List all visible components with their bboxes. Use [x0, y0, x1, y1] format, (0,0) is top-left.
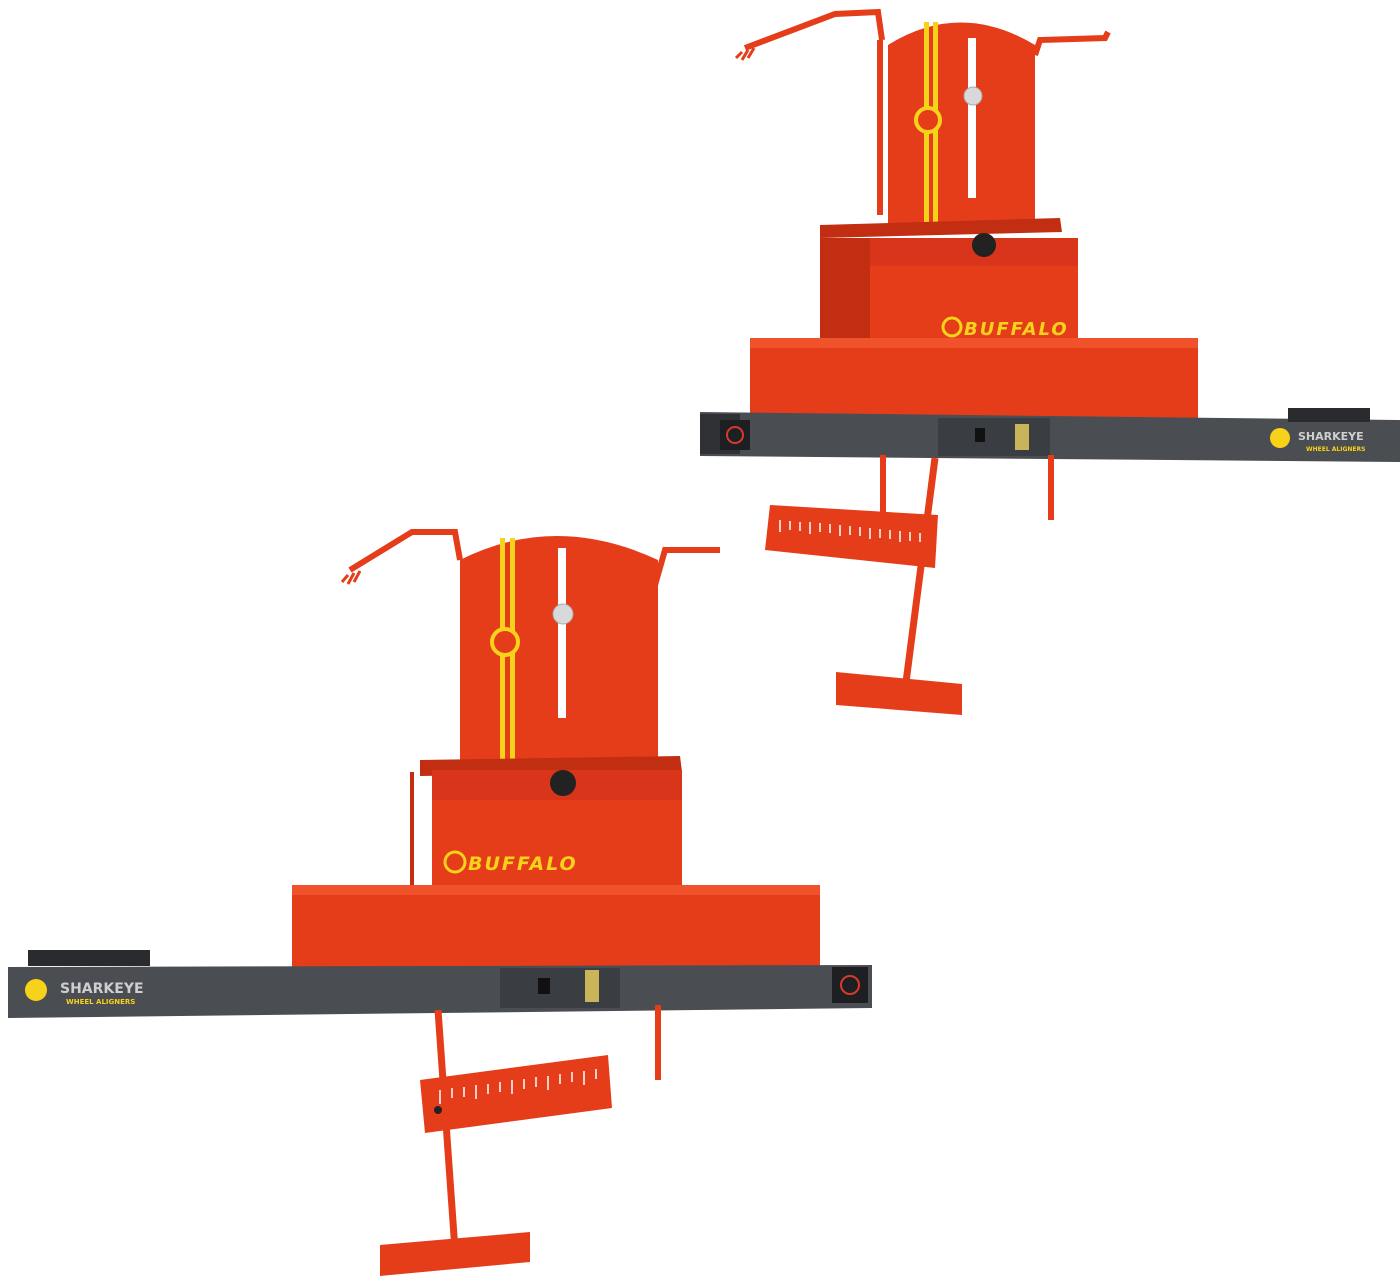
bar-brand-top: SHARKEYE: [1298, 430, 1364, 443]
buffalo-swirl-icon: [914, 106, 942, 134]
target-square-icon: [832, 967, 868, 1003]
buffalo-logo: BUFFALO: [443, 850, 578, 875]
svg-text:WHEEL ALIGNERS: WHEEL ALIGNERS: [1306, 446, 1365, 453]
buffalo-logo: BUFFALO: [941, 316, 1069, 340]
sharkeye-eye-icon: [25, 979, 47, 1001]
svg-text:BUFFALO: BUFFALO: [468, 853, 578, 875]
bar-brand-bottom: SHARKEYE: [60, 981, 144, 997]
svg-text:WHEEL ALIGNERS: WHEEL ALIGNERS: [66, 998, 135, 1006]
target-square-icon: [720, 420, 750, 450]
svg-text:BUFFALO: BUFFALO: [964, 319, 1069, 340]
sharkeye-eye-icon: [1270, 428, 1290, 448]
